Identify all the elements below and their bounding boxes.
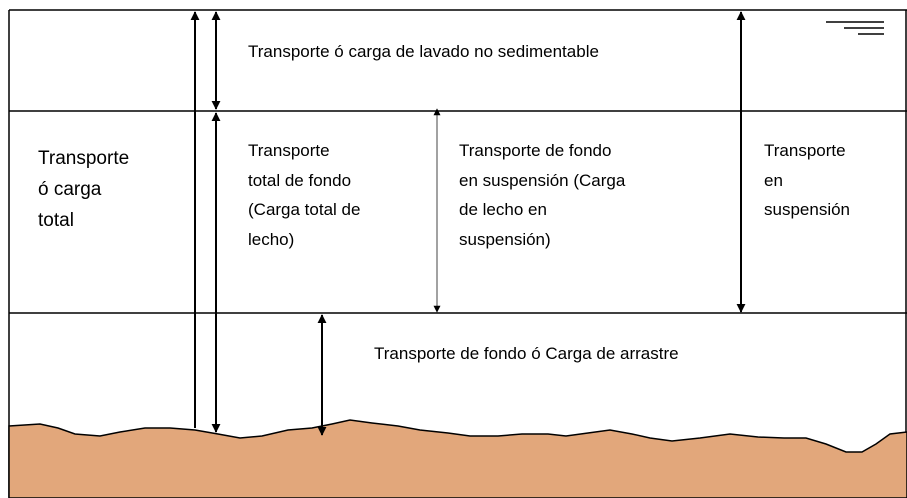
total-bed-load-label: Transporte total de fondo (Carga total d… [248,136,360,254]
suspended-load-line: en [764,170,783,190]
water-surface-icon [826,21,884,35]
drag-load-label: Transporte de fondo ó Carga de arrastre [374,344,679,363]
total-load-line: ó carga [38,179,102,200]
total-bed-load-line: Transporte [248,141,330,160]
riverbed-sediment [8,419,907,498]
suspended-bed-load-line: Transporte de fondo [459,141,612,160]
suspended-bed-load-line: de lecho en [459,200,547,219]
suspended-load-line: Transporte [764,141,846,160]
suspended-bed-load-line: en suspensión (Carga [459,170,626,190]
suspended-bed-load-line: suspensión) [459,229,551,249]
total-bed-load-line: total de fondo [248,170,352,190]
total-bed-load-line: (Carga total de [248,200,361,219]
total-bed-load-line: lecho) [248,229,295,249]
wash-load-label: Transporte ó carga de lavado no sediment… [248,42,599,61]
total-load-line: Transporte [38,148,130,169]
total-load-line: total [38,210,74,231]
suspended-bed-load-label: Transporte de fondo en suspensión (Carga… [459,136,625,254]
suspended-load-line: suspensión [764,200,851,219]
suspended-load-label: Transporte en suspensión [764,136,850,225]
total-load-label: Transporte ó carga total [38,143,129,236]
